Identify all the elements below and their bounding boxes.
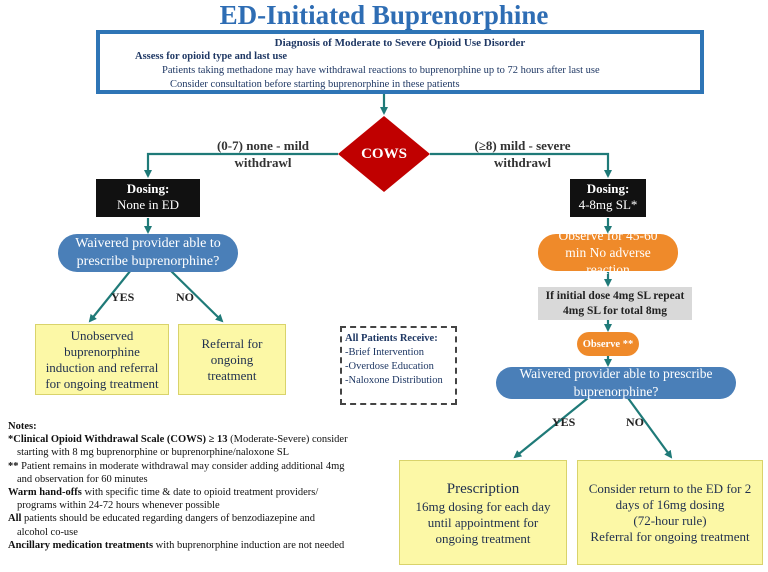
diagnosis-assess: Assess for opioid type and last use bbox=[135, 51, 288, 62]
observe-45-60-pill: Observe for 45-60 min No adverse reactio… bbox=[538, 228, 678, 277]
left-branch-label-line1: (0-7) none - mild bbox=[216, 138, 310, 153]
left-yes-label: YES bbox=[111, 290, 135, 304]
all-patients-heading: All Patients Receive: bbox=[345, 333, 438, 344]
note-handoff-line2: programs within 24-72 hours whenever pos… bbox=[17, 500, 220, 512]
right-dosing-box: Dosing: 4-8mg SL* bbox=[570, 179, 646, 217]
notes-heading: Notes: bbox=[8, 421, 37, 432]
note-observe-rest: Patient remains in moderate withdrawal m… bbox=[18, 460, 345, 472]
left-dosing-value: None in ED bbox=[116, 197, 180, 212]
prescription-body: 16mg dosing for each day until appointme… bbox=[415, 498, 551, 546]
return-line2: (72-hour rule) bbox=[633, 512, 707, 528]
note-observe: ** Patient remains in moderate withdrawa… bbox=[8, 460, 398, 473]
right-branch-label-line1: (≥8) mild - severe bbox=[474, 138, 571, 153]
repeat-dose-box: If initial dose 4mg SL repeat 4mg SL for… bbox=[538, 287, 692, 320]
right-provider-question: Waivered provider able to prescribe bupr… bbox=[496, 366, 736, 399]
cows-diamond bbox=[338, 116, 430, 192]
diagnosis-methadone-note: Patients taking methadone may have withd… bbox=[162, 65, 600, 76]
arrow-cows-left bbox=[144, 152, 338, 178]
note-education: All patients should be educated regardin… bbox=[8, 512, 398, 525]
note-ancillary: Ancillary medication treatments with bup… bbox=[8, 539, 398, 552]
all-patients-item: -Overdose Education bbox=[345, 361, 434, 372]
note-education-rest: patients should be educated regarding da… bbox=[21, 513, 316, 525]
left-branch-label: (0-7) none - mild withdrawl bbox=[198, 137, 328, 171]
right-dosing-value: 4-8mg SL* bbox=[578, 197, 638, 212]
return-to-ed-box: Consider return to the ED for 2 days of … bbox=[577, 460, 763, 565]
all-patients-item: -Brief Intervention bbox=[345, 347, 425, 358]
prescription-box: Prescription 16mg dosing for each day un… bbox=[399, 460, 567, 565]
diagnosis-box: Diagnosis of Moderate to Severe Opioid U… bbox=[96, 30, 704, 94]
all-patients-item: -Naloxone Distribution bbox=[345, 375, 443, 386]
arrow-left-yes bbox=[88, 269, 132, 323]
arrow-cows-right bbox=[430, 152, 612, 178]
left-unobserved-induction-box: Unobserved buprenorphine induction and r… bbox=[35, 324, 169, 395]
right-dosing-title: Dosing: bbox=[586, 181, 630, 196]
note-observe-line2: and observation for 60 minutes bbox=[17, 473, 148, 485]
left-dosing-title: Dosing: bbox=[126, 181, 170, 196]
left-branch-label-line2: withdrawl bbox=[234, 155, 292, 170]
right-no-label: NO bbox=[626, 415, 644, 429]
note-handoff: Warm hand-offs with specific time & date… bbox=[8, 486, 398, 499]
observe-repeat-pill: Observe ** bbox=[577, 332, 639, 356]
note-education-line2: alcohol co-use bbox=[17, 526, 78, 538]
note-cows-rest: (Moderate-Severe) consider bbox=[227, 434, 348, 446]
arrow-right-yes bbox=[513, 397, 589, 459]
note-cows-bold: *Clinical Opioid Withdrawal Scale (COWS)… bbox=[8, 434, 228, 446]
note-observe-bold: ** bbox=[8, 460, 19, 472]
arrow-right-no bbox=[627, 397, 673, 459]
page-title: ED-Initiated Buprenorphine bbox=[219, 0, 549, 30]
all-patients-box: All Patients Receive: -Brief Interventio… bbox=[340, 326, 457, 405]
right-branch-label: (≥8) mild - severe withdrawl bbox=[455, 137, 590, 171]
return-line3: Referral for ongoing treatment bbox=[590, 528, 750, 544]
return-line1: Consider return to the ED for 2 days of … bbox=[588, 480, 752, 512]
diagnosis-heading: Diagnosis of Moderate to Severe Opioid U… bbox=[274, 37, 526, 49]
diagnosis-consult-note: Consider consultation before starting bu… bbox=[170, 79, 460, 90]
arrow-left-no bbox=[169, 269, 224, 323]
note-ancillary-bold: Ancillary medication treatments bbox=[8, 539, 154, 551]
note-ancillary-rest: with buprenorphine induction are not nee… bbox=[153, 539, 345, 551]
prescription-title: Prescription bbox=[446, 480, 520, 497]
right-branch-label-line2: withdrawl bbox=[493, 155, 552, 170]
left-dosing-box: Dosing: None in ED bbox=[96, 179, 200, 217]
note-cows: *Clinical Opioid Withdrawal Scale (COWS)… bbox=[8, 433, 398, 446]
notes-section: Notes: *Clinical Opioid Withdrawal Scale… bbox=[8, 420, 398, 552]
note-education-bold: All bbox=[8, 513, 22, 525]
note-handoff-bold: Warm hand-offs bbox=[8, 487, 82, 499]
cows-label: COWS bbox=[361, 146, 407, 162]
note-cows-line2: starting with 8 mg buprenorphine or bupr… bbox=[17, 447, 290, 459]
left-no-label: NO bbox=[176, 290, 194, 304]
left-referral-box: Referral for ongoing treatment bbox=[178, 324, 286, 395]
right-yes-label: YES bbox=[552, 415, 576, 429]
note-handoff-rest: with specific time & date to opioid trea… bbox=[81, 487, 319, 499]
left-provider-question: Waivered provider able to prescribe bupr… bbox=[58, 234, 238, 272]
